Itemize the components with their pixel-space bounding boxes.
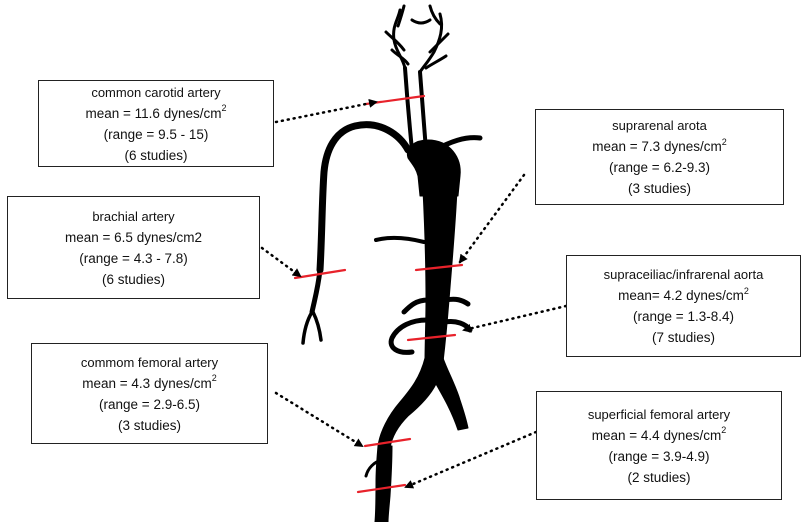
arrow-suprarenal — [460, 175, 524, 262]
label-title: brachial artery — [92, 206, 174, 227]
arrow-supraceliac — [464, 306, 566, 330]
arterial-tree-silhouette — [303, 6, 480, 522]
arrow-carotid — [276, 102, 376, 122]
label-mean: mean= 4.2 dynes/cm2 — [618, 285, 749, 306]
label-box-common-femoral: commom femoral artery mean = 4.3 dynes/c… — [31, 343, 268, 444]
marker-carotid — [366, 96, 424, 104]
label-title: supraceiliac/infrarenal aorta — [604, 264, 764, 285]
label-box-brachial: brachial artery mean = 6.5 dynes/cm2 (ra… — [7, 196, 260, 299]
arrow-sfa — [406, 432, 536, 487]
arrow-brachial — [262, 248, 300, 276]
label-box-superficial-femoral: superficial femoral artery mean = 4.4 dy… — [536, 391, 782, 500]
label-studies: (3 studies) — [628, 178, 691, 199]
label-title: commom femoral artery — [81, 352, 218, 373]
label-range: (range = 3.9-4.9) — [609, 446, 710, 467]
label-studies: (2 studies) — [627, 467, 690, 488]
label-studies: (3 studies) — [118, 415, 181, 436]
label-box-supraceliac-aorta: supraceiliac/infrarenal aorta mean= 4.2 … — [566, 255, 801, 357]
arrow-femoral — [276, 393, 362, 446]
label-mean: mean = 6.5 dynes/cm2 — [65, 227, 202, 248]
label-mean: mean = 7.3 dynes/cm2 — [592, 136, 726, 157]
label-title: superficial femoral artery — [588, 404, 730, 425]
label-range: (range = 4.3 - 7.8) — [79, 248, 187, 269]
label-range: (range = 2.9-6.5) — [99, 394, 200, 415]
label-box-common-carotid: common carotid artery mean = 11.6 dynes/… — [38, 80, 274, 167]
label-studies: (6 studies) — [102, 269, 165, 290]
label-range: (range = 1.3-8.4) — [633, 306, 734, 327]
label-studies: (6 studies) — [124, 145, 187, 166]
label-box-suprarenal-aorta: suprarenal arota mean = 7.3 dynes/cm2 (r… — [535, 109, 784, 205]
label-studies: (7 studies) — [652, 327, 715, 348]
label-mean: mean = 11.6 dynes/cm2 — [86, 103, 227, 124]
label-mean: mean = 4.3 dynes/cm2 — [82, 373, 216, 394]
label-title: common carotid artery — [91, 82, 220, 103]
label-range: (range = 6.2-9.3) — [609, 157, 710, 178]
label-range: (range = 9.5 - 15) — [104, 124, 209, 145]
label-title: suprarenal arota — [612, 115, 707, 136]
label-mean: mean = 4.4 dynes/cm2 — [592, 425, 726, 446]
